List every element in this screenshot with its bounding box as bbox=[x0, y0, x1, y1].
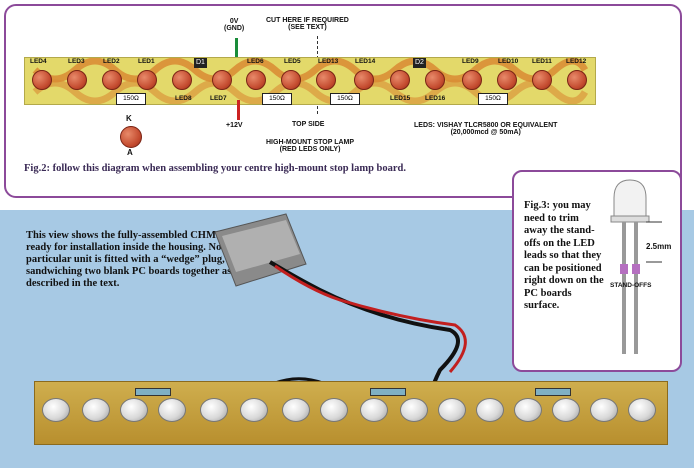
diode-d1: D1 bbox=[194, 58, 207, 68]
white-led bbox=[628, 398, 656, 422]
white-led bbox=[42, 398, 70, 422]
led-component bbox=[172, 70, 192, 90]
ground-wire bbox=[235, 38, 238, 60]
led-label: LED13 bbox=[318, 58, 339, 65]
led-component bbox=[462, 70, 482, 90]
resistor: 150Ω bbox=[330, 93, 360, 105]
fig2-caption: Fig.2: follow this diagram when assembli… bbox=[24, 163, 407, 174]
ground-label: 0V (GND) bbox=[224, 18, 245, 32]
resistor-photo bbox=[535, 388, 571, 396]
led-component bbox=[281, 70, 301, 90]
led-label: LED2 bbox=[103, 58, 120, 65]
white-led bbox=[400, 398, 428, 422]
resistor-photo bbox=[135, 388, 171, 396]
led-label: LED7 bbox=[210, 95, 227, 102]
plus12-label: +12V bbox=[226, 122, 243, 129]
cathode-label: K bbox=[126, 114, 132, 123]
fig3-text: Fig.3: you may need to trim away the sta… bbox=[524, 200, 604, 311]
led-label: LED12 bbox=[566, 58, 587, 65]
leds-spec: LEDS: VISHAY TLCR5800 OR EQUIVALENT (20,… bbox=[414, 122, 558, 136]
white-led bbox=[82, 398, 110, 422]
led-label: LED16 bbox=[425, 95, 446, 102]
resistor-photo bbox=[370, 388, 406, 396]
resistor: 150Ω bbox=[478, 93, 508, 105]
led-component bbox=[67, 70, 87, 90]
led-label: LED4 bbox=[30, 58, 47, 65]
led-component bbox=[497, 70, 517, 90]
led-component bbox=[425, 70, 445, 90]
led-component bbox=[246, 70, 266, 90]
led-legend-icon bbox=[120, 126, 142, 148]
led-label: LED6 bbox=[247, 58, 264, 65]
white-led bbox=[590, 398, 618, 422]
white-led bbox=[158, 398, 186, 422]
standoffs-label: STAND-OFFS bbox=[610, 282, 652, 289]
led-label: LED11 bbox=[532, 58, 552, 65]
led-component bbox=[390, 70, 410, 90]
led-component bbox=[137, 70, 157, 90]
led-component bbox=[567, 70, 587, 90]
led-label: LED3 bbox=[68, 58, 85, 65]
led-component bbox=[32, 70, 52, 90]
photo-caption: This view shows the fully-assembled CHMS… bbox=[26, 230, 270, 289]
white-led bbox=[120, 398, 148, 422]
top-side-label: TOP SIDE bbox=[292, 121, 325, 128]
led-label: LED5 bbox=[284, 58, 301, 65]
resistor: 150Ω bbox=[116, 93, 146, 105]
lamp-label: HIGH-MOUNT STOP LAMP (RED LEDS ONLY) bbox=[266, 139, 355, 153]
led-label: LED1 bbox=[138, 58, 155, 65]
led-component bbox=[316, 70, 336, 90]
led-label: LED14 bbox=[355, 58, 376, 65]
white-led bbox=[282, 398, 310, 422]
led-label: LED10 bbox=[498, 58, 519, 65]
led-label: LED9 bbox=[462, 58, 479, 65]
white-led bbox=[240, 398, 268, 422]
led-component bbox=[354, 70, 374, 90]
white-led bbox=[320, 398, 348, 422]
fig3-panel: Fig.3: you may need to trim away the sta… bbox=[512, 170, 682, 372]
white-led bbox=[514, 398, 542, 422]
led-component bbox=[212, 70, 232, 90]
dimension-label: 2.5mm bbox=[646, 242, 672, 251]
white-led bbox=[438, 398, 466, 422]
led-component bbox=[532, 70, 552, 90]
anode-label: A bbox=[127, 148, 133, 157]
diode-d2: D2 bbox=[413, 58, 426, 68]
white-led bbox=[476, 398, 504, 422]
plus12-wire bbox=[237, 100, 240, 120]
white-led bbox=[552, 398, 580, 422]
cut-label: CUT HERE IF REQUIRED (SEE TEXT) bbox=[266, 17, 349, 31]
white-led bbox=[200, 398, 228, 422]
resistor: 150Ω bbox=[262, 93, 292, 105]
led-label: LED8 bbox=[175, 95, 192, 102]
led-label: LED15 bbox=[390, 95, 411, 102]
white-led bbox=[360, 398, 388, 422]
led-component bbox=[102, 70, 122, 90]
led-standoff-diagram bbox=[610, 179, 662, 354]
